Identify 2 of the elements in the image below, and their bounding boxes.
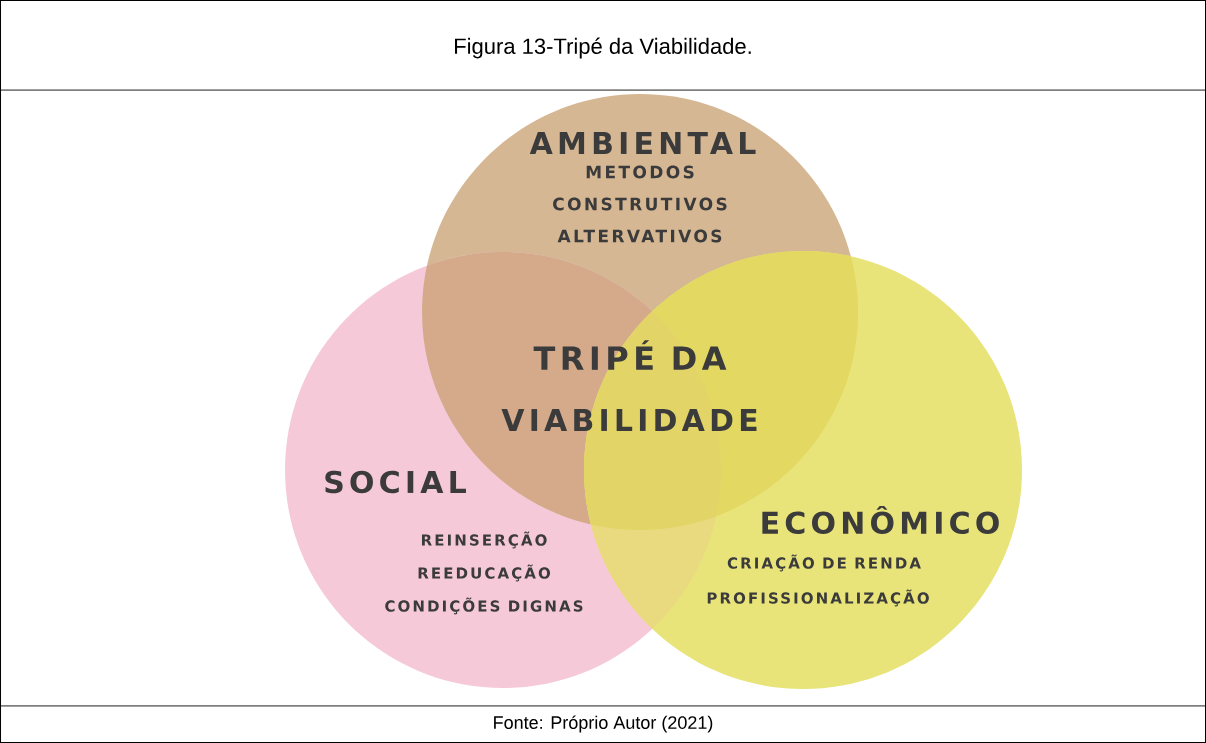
- figure-title: Figura 13-Tripé da Viabilidade.: [455, 37, 751, 59]
- source-caption: Fonte: Próprio Autor (2021): [494, 715, 713, 733]
